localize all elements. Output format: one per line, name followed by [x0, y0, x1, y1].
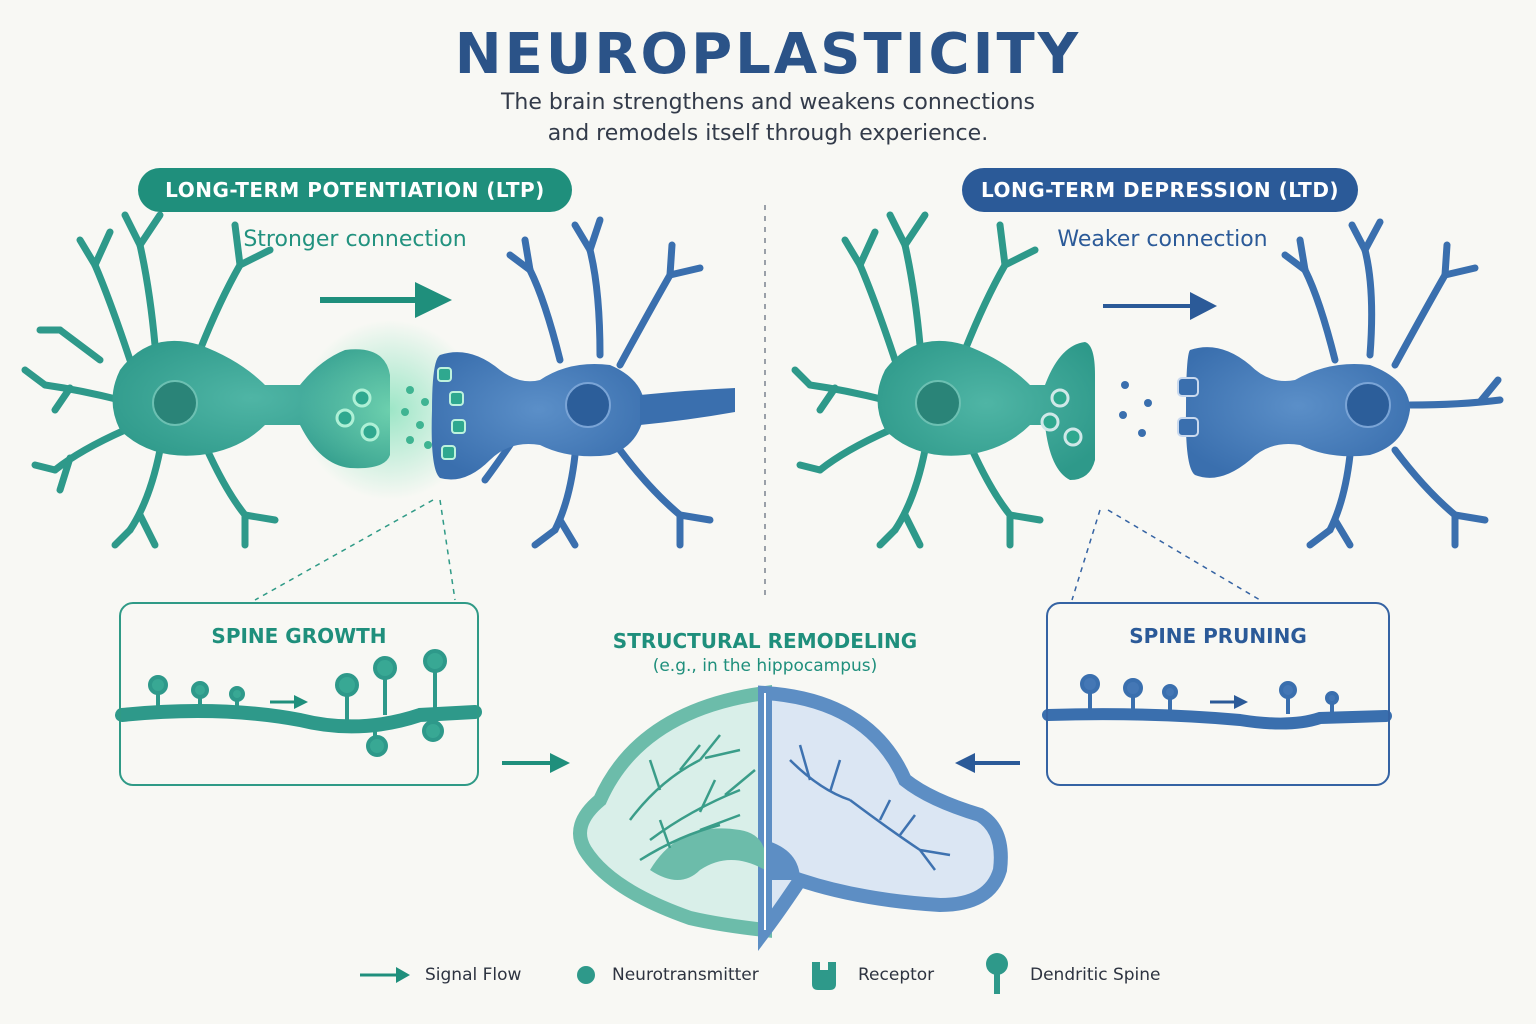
ltp-axon — [640, 388, 735, 425]
subtitle-line-2: and remodels itself through experience. — [547, 121, 989, 146]
ltd-caption: Weaker connection — [1057, 227, 1268, 252]
spine-growth-drawing — [115, 649, 482, 757]
remodeling-subtitle: (e.g., in the hippocampus) — [652, 656, 878, 676]
ltp-presynaptic-neuron — [21, 211, 279, 549]
spine-pruning-drawing — [1042, 674, 1392, 730]
legend-icons — [360, 953, 1008, 994]
ltd-vesicles — [1040, 388, 1083, 447]
legend-receptor: Receptor — [858, 965, 935, 985]
ltp-signal-arrowhead — [415, 282, 452, 318]
ltd-postsynaptic-neuron — [1281, 218, 1504, 549]
ltp-postsynaptic-body — [431, 352, 645, 480]
ltp-postsynaptic-neuron — [481, 216, 734, 549]
page-title: NEUROPLASTICITY — [454, 22, 1082, 87]
ltp-receptors — [437, 367, 466, 460]
ltp-caption: Stronger connection — [243, 227, 467, 252]
ltd-postsynaptic-body — [1185, 347, 1410, 478]
spine-pruning-title: SPINE PRUNING — [1129, 624, 1307, 648]
ltd-receptors — [1177, 377, 1199, 437]
hippocampus-illustration — [573, 684, 1008, 952]
ltp-label-pill: LONG-TERM POTENTIATION (LTP) — [138, 168, 572, 212]
ltp-pre-nucleus — [152, 380, 198, 426]
ltd-signal-arrowhead — [1190, 292, 1217, 320]
ltp-neurotransmitters — [401, 386, 432, 449]
ltd-neurotransmitters — [1119, 381, 1152, 437]
ltd-pre-nucleus — [915, 380, 961, 426]
ltd-post-nucleus — [1345, 382, 1391, 428]
ltd-presynaptic-body — [877, 340, 1095, 480]
remodeling-title: STRUCTURAL REMODELING — [612, 629, 918, 653]
ltp-vesicles — [335, 388, 380, 442]
ltd-label-pill: LONG-TERM DEPRESSION (LTD) — [962, 168, 1358, 212]
legend-signal-flow: Signal Flow — [425, 965, 522, 985]
subtitle-line-1: The brain strengthens and weakens connec… — [500, 90, 1035, 115]
ltd-presynaptic-neuron — [791, 211, 1044, 549]
spine-growth-title: SPINE GROWTH — [211, 624, 387, 648]
spine-growth-inset: SPINE GROWTH — [119, 602, 479, 786]
spine-pruning-inset: SPINE PRUNING — [1046, 602, 1390, 786]
ltp-post-nucleus — [565, 382, 611, 428]
legend-dendritic-spine: Dendritic Spine — [1030, 965, 1161, 985]
legend-neurotransmitter: Neurotransmitter — [612, 965, 759, 985]
